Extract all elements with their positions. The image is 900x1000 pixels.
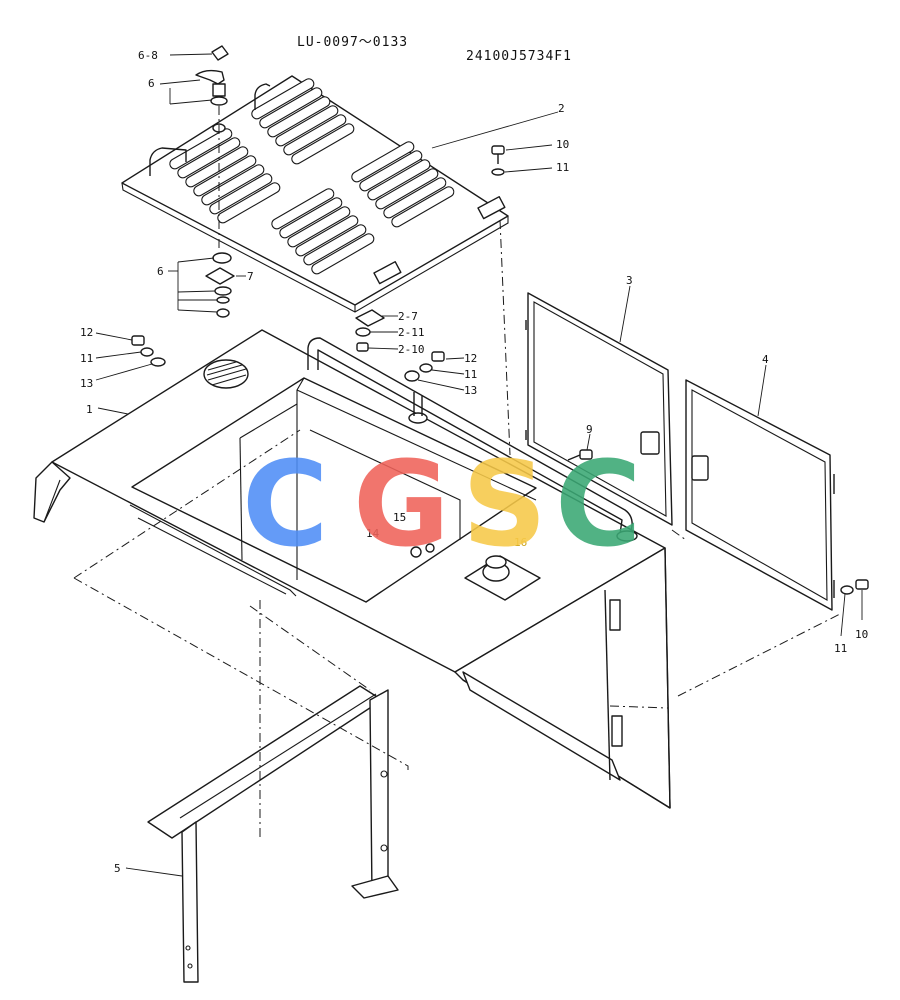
watermark-letter-1: C [242,435,329,573]
callout-4: 4 [762,353,769,366]
bolt-washer-top [491,145,511,456]
callout-11-mid: 11 [464,368,477,381]
callout-6-top: 6 [148,77,155,90]
callout-2: 2 [558,102,565,115]
callout-2-10: 2-10 [398,343,425,356]
hood-latch-part-6 [195,45,229,248]
callout-15: 15 [393,511,406,524]
fastener-part-15 [425,543,435,553]
watermark-logo: C G S C [242,435,642,573]
callout-14: 14 [366,527,380,540]
fasteners-left-12-11-13 [131,335,166,367]
callout-11-top: 11 [556,161,569,174]
watermark-letter-4: C [555,435,642,573]
callout-11-left: 11 [80,352,93,365]
callout-10-bottom: 10 [855,628,868,641]
side-door-part-3 [525,292,673,526]
callout-12-left: 12 [80,326,93,339]
callout-13-mid: 13 [464,384,477,397]
hinge-parts-2-7-2-11-2-10 [355,309,385,352]
support-frame-part-5 [147,685,399,983]
callout-5: 5 [114,862,121,875]
fasteners-bottom-11-10 [840,579,869,595]
callout-11-bottom: 11 [834,642,847,655]
callout-3: 3 [626,274,633,287]
latch-stack-part-6-7 [205,252,235,318]
callout-6-8: 6-8 [138,49,158,62]
callout-1: 1 [86,403,93,416]
serial-range-label: LU-0097～0133 [297,35,408,50]
callout-7: 7 [247,270,254,283]
callout-labels: 6-8 6 2 10 11 6 7 2-7 2-11 2-10 12 11 13… [80,49,868,875]
handrail [307,337,638,542]
watermark-letter-3: S [462,435,547,573]
fasteners-mid-12-11-13 [404,351,445,382]
callout-9: 9 [586,423,593,436]
callout-6-mid: 6 [157,265,164,278]
callout-13-left: 13 [80,377,93,390]
bolt-part-9 [567,449,593,461]
side-door-part-4 [685,379,835,611]
callout-10-top: 10 [556,138,569,151]
callout-16: 16 [514,536,527,549]
callout-12-mid: 12 [464,352,477,365]
callout-2-7: 2-7 [398,310,418,323]
construction-lines [73,429,841,838]
engine-cover-part-1 [33,329,671,809]
watermark-letter-2: G [353,435,450,573]
fastener-part-14 [410,546,422,558]
drawing-number-label: 24100J5734F1 [466,49,572,64]
leader-lines [95,53,863,877]
hood-panel-part-2 [121,75,509,313]
callout-2-11: 2-11 [398,326,425,339]
